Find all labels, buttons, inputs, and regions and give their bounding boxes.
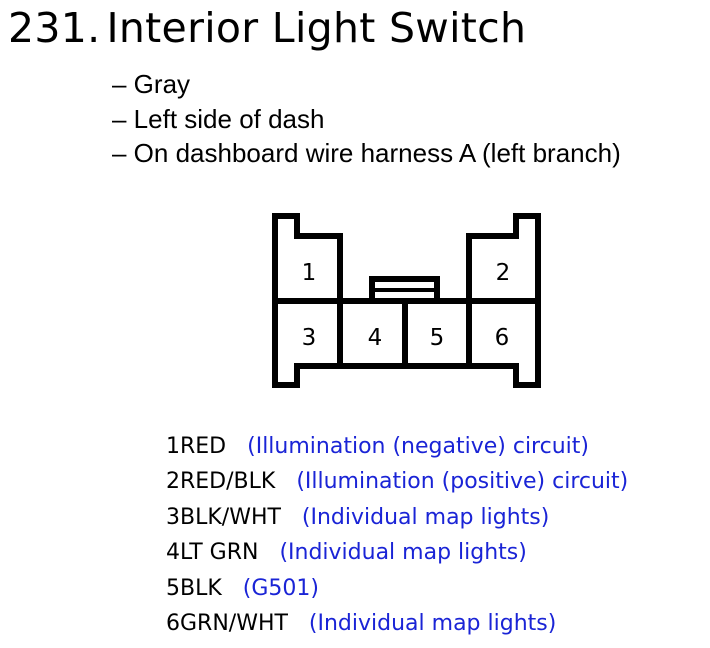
pin-number: 2	[166, 469, 180, 495]
pin-circuit-note: (Individual map lights)	[308, 611, 557, 637]
pin-wire-color: RED/BLK	[180, 469, 276, 495]
pin-circuit-note: (Illumination (negative) circuit)	[247, 434, 589, 459]
pin-row-3: 3BLK/WHT (Individual map lights)	[166, 500, 628, 535]
pin-row-5: 5BLK (G501)	[166, 571, 628, 606]
page-title: 231.Interior Light Switch	[8, 2, 526, 54]
pin-number: 5	[166, 575, 180, 601]
pin-label-5: 5	[430, 325, 445, 351]
pin-label-4: 4	[368, 325, 383, 351]
pin-number: 3	[166, 504, 180, 530]
pin-wire-color: BLK	[180, 575, 222, 601]
description-harness: – On dashboard wire harness A (left bran…	[112, 138, 621, 168]
pin-circuit-note: (G501)	[242, 575, 319, 601]
pin-number: 6	[166, 611, 180, 637]
pin-label-1: 1	[302, 260, 317, 286]
title-number: 231.	[8, 4, 101, 52]
pin-label-6: 6	[495, 325, 510, 351]
pin-circuit-note: (Illumination (positive) circuit)	[296, 469, 629, 495]
connector-outline	[272, 213, 541, 388]
pin-row-4: 4LT GRN (Individual map lights)	[166, 535, 628, 570]
pin-wire-color: LT GRN	[180, 540, 259, 566]
pin-wire-color: BLK/WHT	[180, 504, 281, 530]
pin-row-6: 6GRN/WHT (Individual map lights)	[166, 606, 628, 641]
pin-row-1: 1RED (Illumination (negative) circuit)	[166, 429, 628, 464]
pin-number: 1	[166, 434, 180, 459]
title-text: Interior Light Switch	[106, 4, 527, 52]
description-location: – Left side of dash	[112, 103, 325, 134]
pin-circuit-note: (Individual map lights)	[301, 504, 550, 530]
pin-label-2: 2	[496, 260, 511, 286]
pin-wire-color: RED	[180, 434, 227, 459]
pin-list: 1RED (Illumination (negative) circuit) 2…	[166, 429, 628, 641]
pin-circuit-note: (Individual map lights)	[279, 540, 527, 566]
pin-number: 4	[166, 540, 180, 566]
pin-row-2: 2RED/BLK (Illumination (positive) circui…	[166, 464, 628, 499]
pin-wire-color: GRN/WHT	[180, 611, 288, 637]
connector-description: – Gray – Left side of dash – On dashboar…	[112, 67, 621, 171]
description-color: – Gray	[112, 69, 191, 99]
pin-label-3: 3	[302, 325, 317, 351]
